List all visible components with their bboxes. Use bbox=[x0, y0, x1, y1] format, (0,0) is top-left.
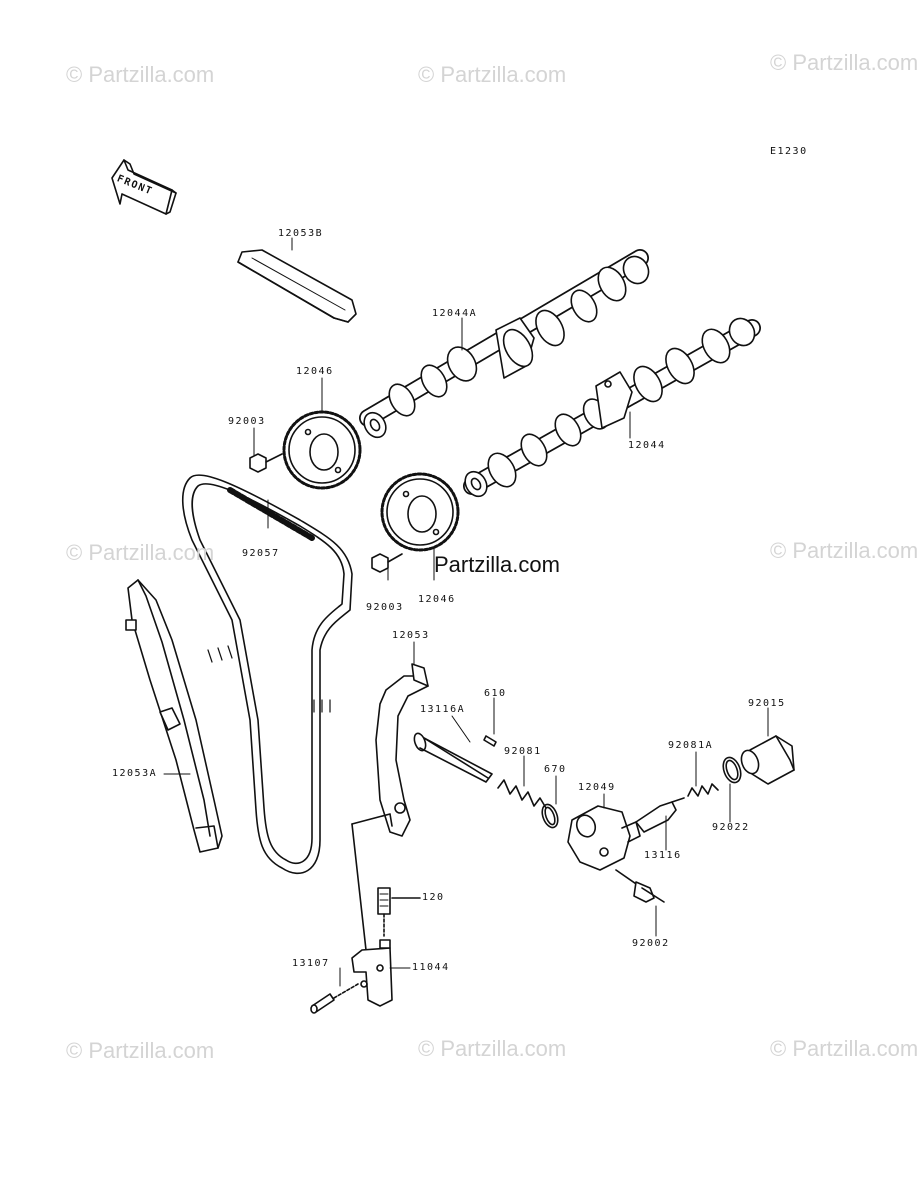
part-label-92081a[interactable]: 92081A bbox=[668, 740, 714, 751]
part-label-92081[interactable]: 92081 bbox=[504, 746, 542, 757]
cap-92015 bbox=[740, 735, 795, 785]
part-label-13116a[interactable]: 13116A bbox=[420, 704, 466, 715]
watermark: © Partzilla.com bbox=[418, 62, 567, 87]
watermark: © Partzilla.com bbox=[66, 1038, 215, 1063]
part-label-92002[interactable]: 92002 bbox=[632, 938, 670, 949]
bolt-120 bbox=[377, 887, 421, 937]
bolt-92003-upper bbox=[249, 453, 283, 473]
cam-chain bbox=[181, 474, 353, 874]
part-label-92057[interactable]: 92057 bbox=[242, 548, 280, 559]
push-rod bbox=[413, 732, 493, 783]
diagram-code: E1230 bbox=[770, 146, 808, 157]
spring-92081a bbox=[687, 783, 719, 797]
watermark: © Partzilla.com bbox=[418, 1036, 567, 1061]
part-label-13107[interactable]: 13107 bbox=[292, 958, 330, 969]
watermark: © Partzilla.com bbox=[66, 62, 215, 87]
pin-610 bbox=[483, 735, 497, 747]
watermark: © Partzilla.com bbox=[770, 1036, 917, 1061]
part-label-92003-top[interactable]: 92003 bbox=[228, 416, 266, 427]
pin-13107 bbox=[310, 983, 359, 1014]
chain-guide-upper bbox=[237, 249, 357, 323]
leader-lines bbox=[163, 237, 769, 987]
chain-guide-left bbox=[125, 579, 223, 853]
bolt-92003-lower bbox=[371, 553, 403, 573]
part-label-92022[interactable]: 92022 bbox=[712, 822, 750, 833]
part-label-120[interactable]: 120 bbox=[422, 892, 445, 903]
spring-92081 bbox=[497, 779, 547, 809]
part-label-13116[interactable]: 13116 bbox=[644, 850, 682, 861]
camshaft-exhaust bbox=[463, 317, 761, 498]
part-label-11044[interactable]: 11044 bbox=[412, 962, 450, 973]
part-label-12046-top[interactable]: 12046 bbox=[296, 366, 334, 377]
part-label-12044[interactable]: 12044 bbox=[628, 440, 666, 451]
watermark: © Partzilla.com bbox=[770, 538, 917, 563]
part-label-12053b[interactable]: 12053B bbox=[278, 228, 324, 239]
part-label-12044a[interactable]: 12044A bbox=[432, 308, 478, 319]
watermark: © Partzilla.com bbox=[770, 50, 917, 75]
part-label-12053a[interactable]: 12053A bbox=[112, 768, 158, 779]
part-label-610[interactable]: 610 bbox=[484, 688, 507, 699]
tensioner-bracket bbox=[351, 813, 393, 1007]
part-label-12046-bottom[interactable]: 12046 bbox=[418, 594, 456, 605]
part-label-12053[interactable]: 12053 bbox=[392, 630, 430, 641]
chain-tensioner-guide bbox=[375, 663, 429, 837]
plunger-13116 bbox=[635, 797, 685, 833]
brand-logo: Partzilla.com bbox=[434, 552, 560, 577]
cam-sprocket-lower bbox=[380, 472, 460, 552]
washer-92022 bbox=[722, 756, 742, 784]
tensioner-body bbox=[567, 805, 641, 871]
o-ring-670 bbox=[541, 803, 559, 829]
cam-sprocket-upper bbox=[282, 410, 362, 490]
front-arrow-icon bbox=[111, 159, 177, 215]
part-label-92015[interactable]: 92015 bbox=[748, 698, 786, 709]
part-label-670[interactable]: 670 bbox=[544, 764, 567, 775]
bolt-92002 bbox=[615, 869, 665, 903]
part-label-92003-bottom[interactable]: 92003 bbox=[366, 602, 404, 613]
part-label-12049[interactable]: 12049 bbox=[578, 782, 616, 793]
camshaft-intake bbox=[359, 249, 650, 439]
watermark: © Partzilla.com bbox=[66, 540, 215, 565]
